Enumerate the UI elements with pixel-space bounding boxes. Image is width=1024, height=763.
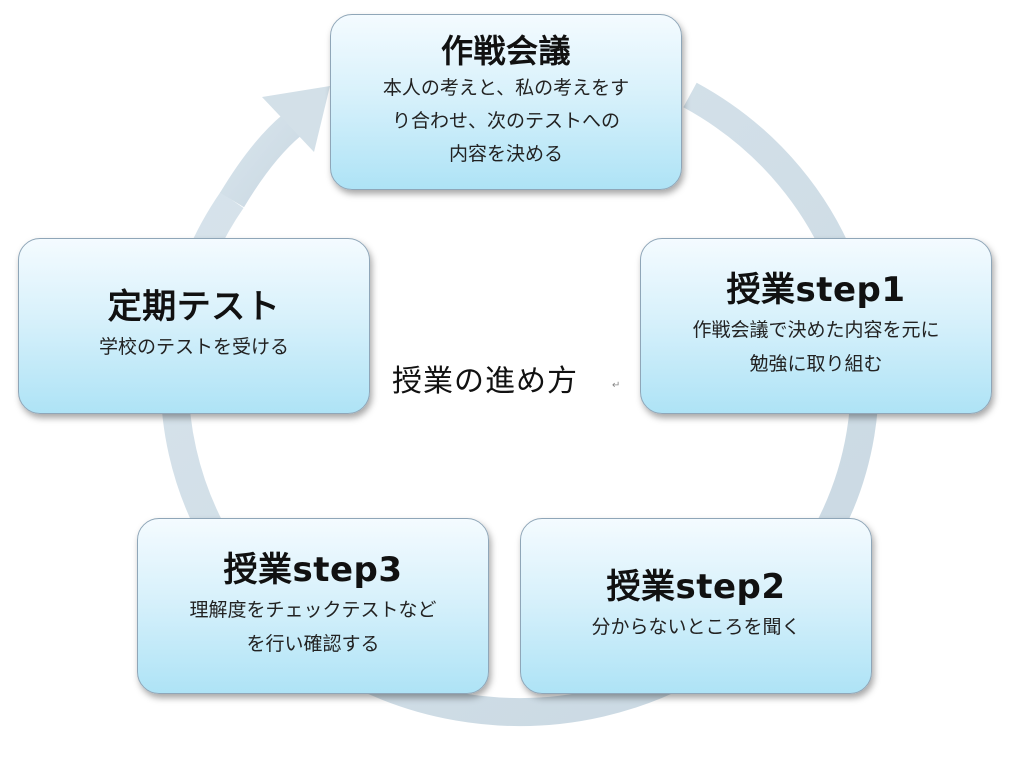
node-class-step2: 授業step2 分からないところを聞く [520, 518, 872, 694]
node-class-step3: 授業step3 理解度をチェックテストなど を行い確認する [137, 518, 489, 694]
node-title: 定期テスト [107, 286, 281, 327]
node-title: 授業step1 [726, 270, 906, 311]
node-description: 分からないところを聞く [591, 615, 801, 638]
cycle-arrow-shaft [219, 114, 302, 208]
node-title: 作戦会議 [440, 31, 571, 70]
node-description: 理解度をチェックテストなど を行い確認する [189, 599, 437, 655]
node-title: 授業step3 [223, 550, 403, 591]
node-class-step1: 授業step1 作戦会議で決めた内容を元に 勉強に取り組む [640, 238, 992, 414]
cycle-arrowhead [262, 86, 330, 152]
node-description: 本人の考えと、私の考えをす り合わせ、次のテストへの 内容を決める [382, 76, 630, 166]
node-title: 授業step2 [606, 566, 786, 607]
paragraph-return-mark: ↵ [612, 380, 621, 391]
node-description: 学校のテストを受ける [98, 335, 289, 358]
diagram-center-title: 授業の進め方 [392, 364, 578, 399]
node-description: 作戦会議で決めた内容を元に 勉強に取り組む [692, 319, 940, 375]
node-strategy-meeting: 作戦会議 本人の考えと、私の考えをす り合わせ、次のテストへの 内容を決める [330, 14, 682, 190]
node-regular-exam: 定期テスト 学校のテストを受ける [18, 238, 370, 414]
